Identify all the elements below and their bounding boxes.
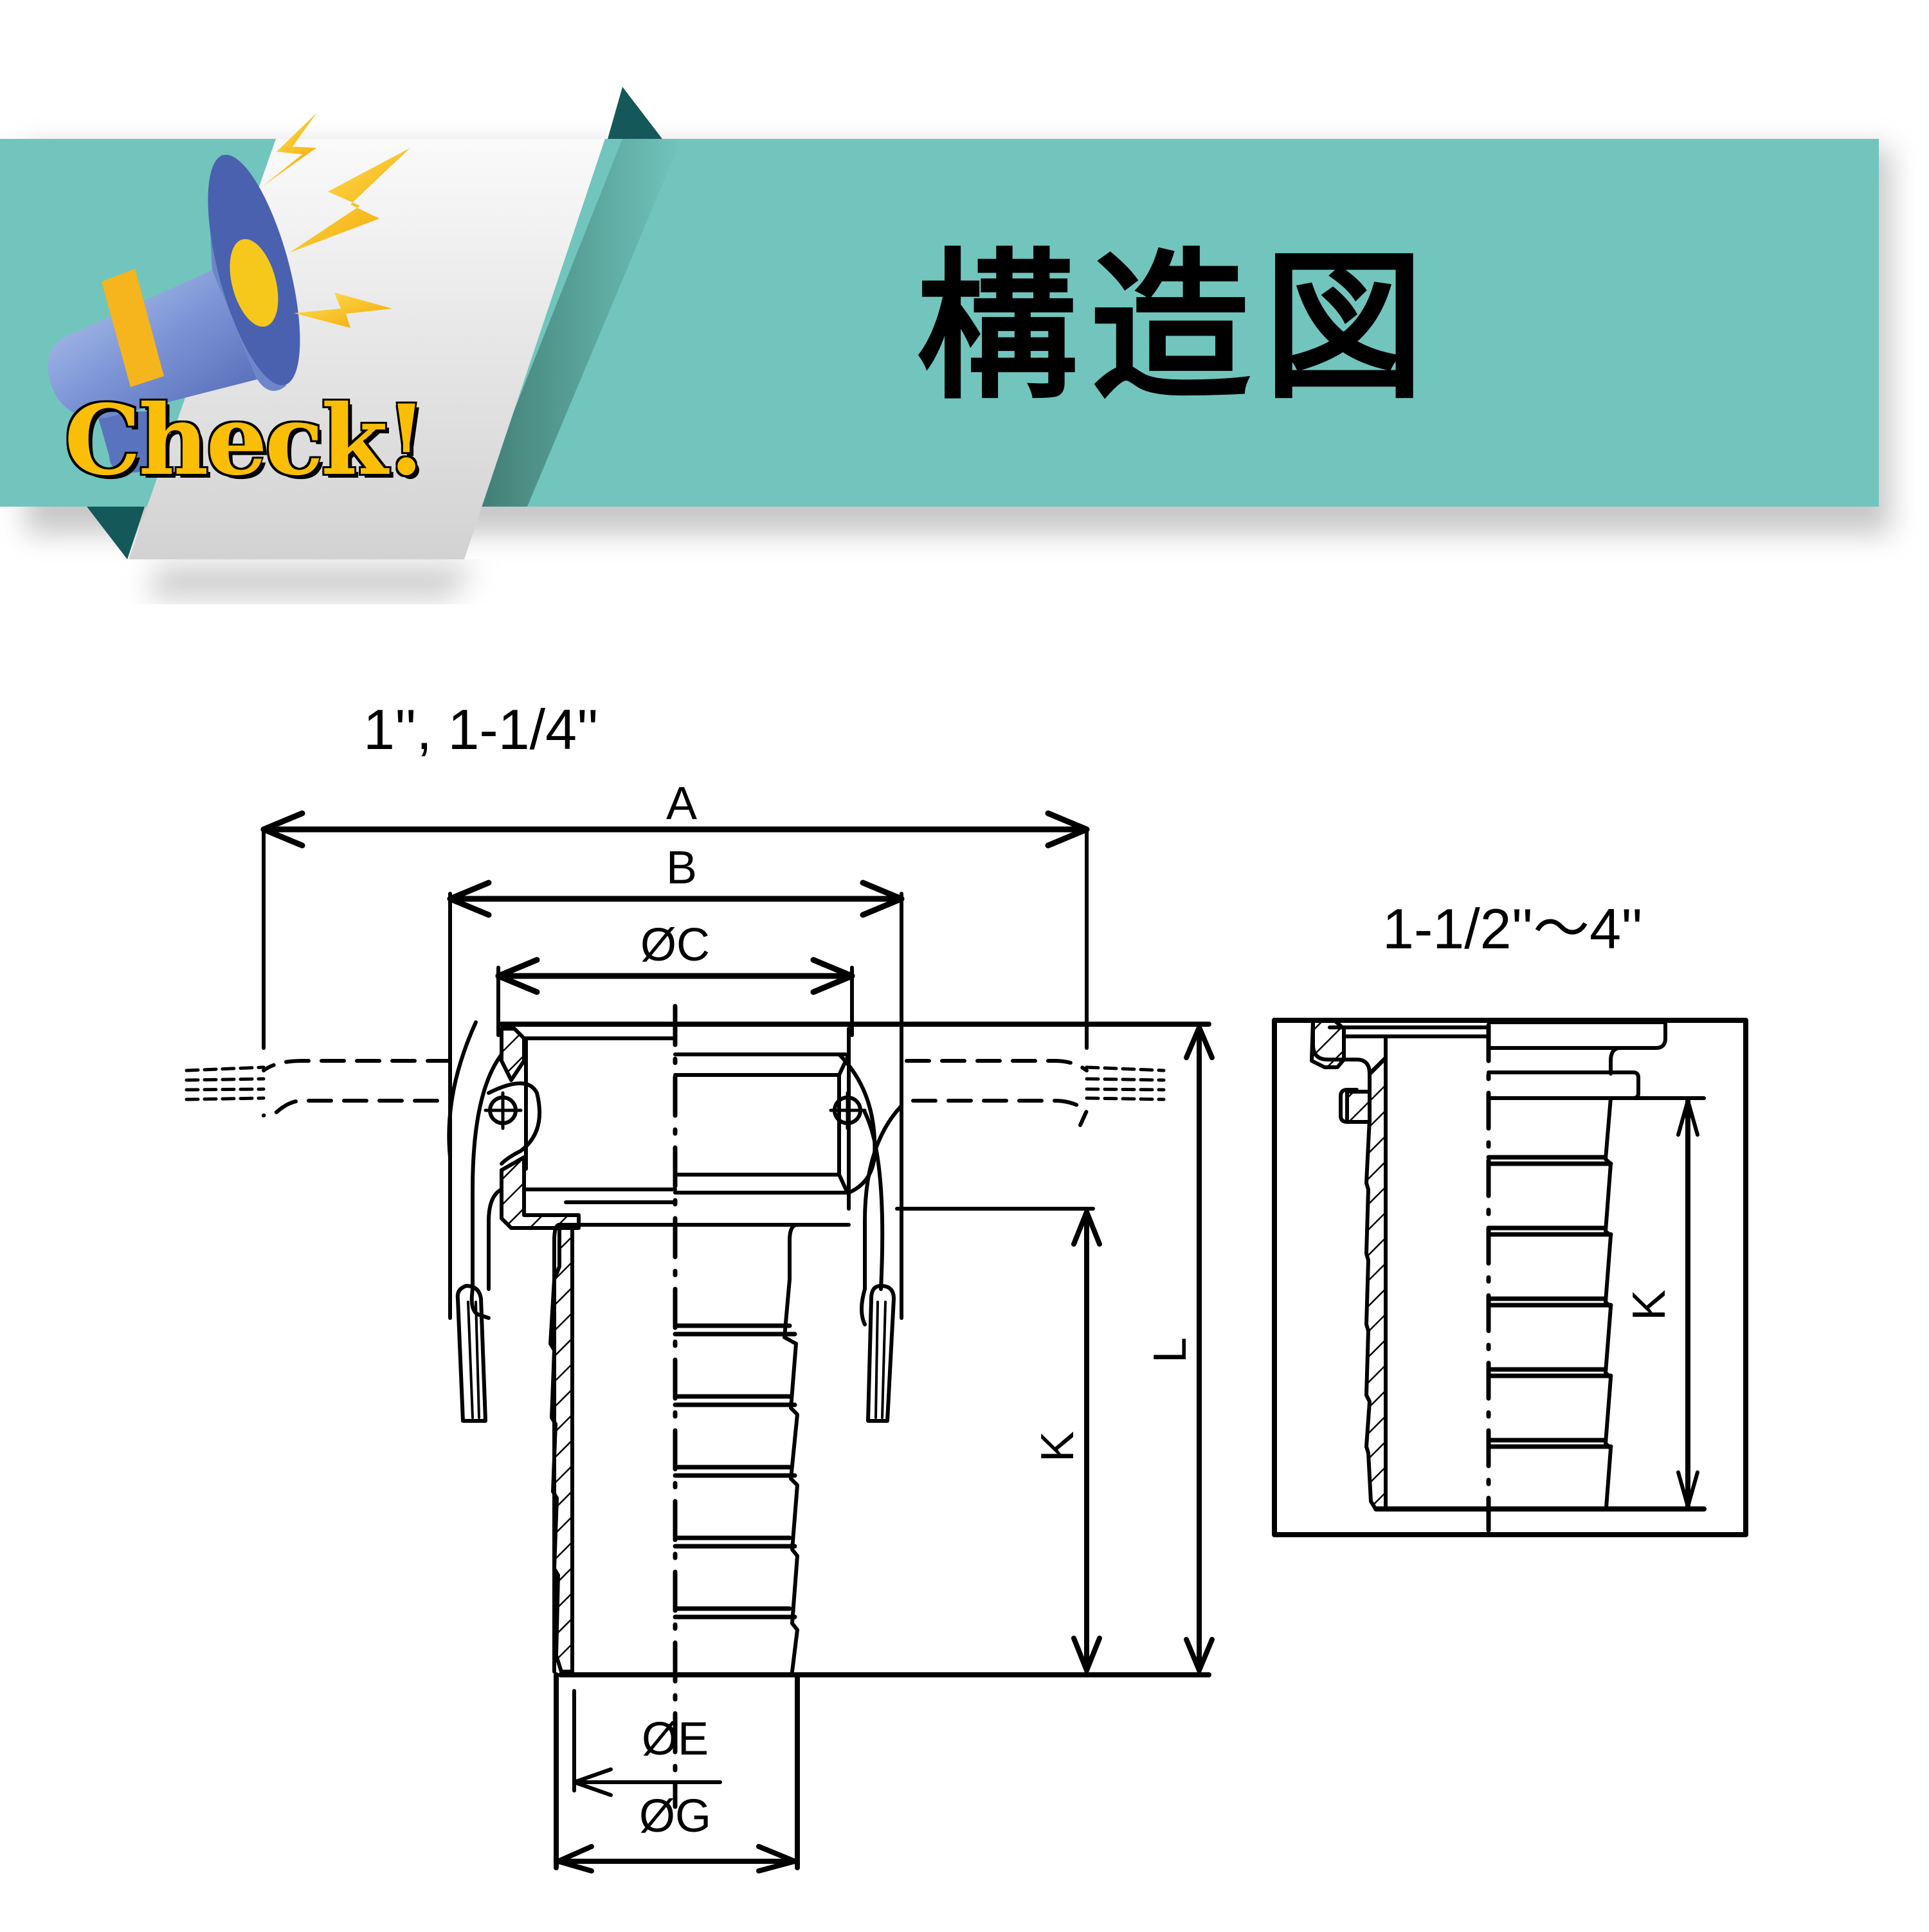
dimension-e-label: ØE bbox=[641, 1713, 709, 1765]
dimension-c-label: ØC bbox=[640, 919, 710, 971]
dimension-b-label: B bbox=[666, 842, 698, 894]
small-coupler-drawing bbox=[185, 810, 1215, 1873]
lightning-icon bbox=[262, 113, 410, 328]
ribbon bbox=[129, 87, 622, 559]
megaphone-icon bbox=[48, 154, 300, 473]
large-dimension-k-label: K bbox=[1624, 1289, 1675, 1321]
dimension-l-label: L bbox=[1145, 1337, 1196, 1364]
lever-handle-left bbox=[455, 1284, 491, 1423]
small-size-label: 1'', 1-1/4'' bbox=[363, 698, 599, 761]
dimension-g-label: ØG bbox=[638, 1791, 711, 1842]
dimension-k-label: K bbox=[1032, 1431, 1083, 1463]
check-badge-text: Check! bbox=[64, 384, 428, 497]
page-title: 構造図 bbox=[916, 234, 1437, 421]
lever-handle-right bbox=[860, 1284, 896, 1423]
large-size-label: 1-1/2''～4'' bbox=[1382, 897, 1643, 961]
dimension-a-label: A bbox=[666, 778, 698, 829]
fold-top bbox=[608, 87, 662, 139]
fold-bottom bbox=[87, 507, 145, 559]
large-coupler-drawing bbox=[1272, 1018, 1748, 1537]
